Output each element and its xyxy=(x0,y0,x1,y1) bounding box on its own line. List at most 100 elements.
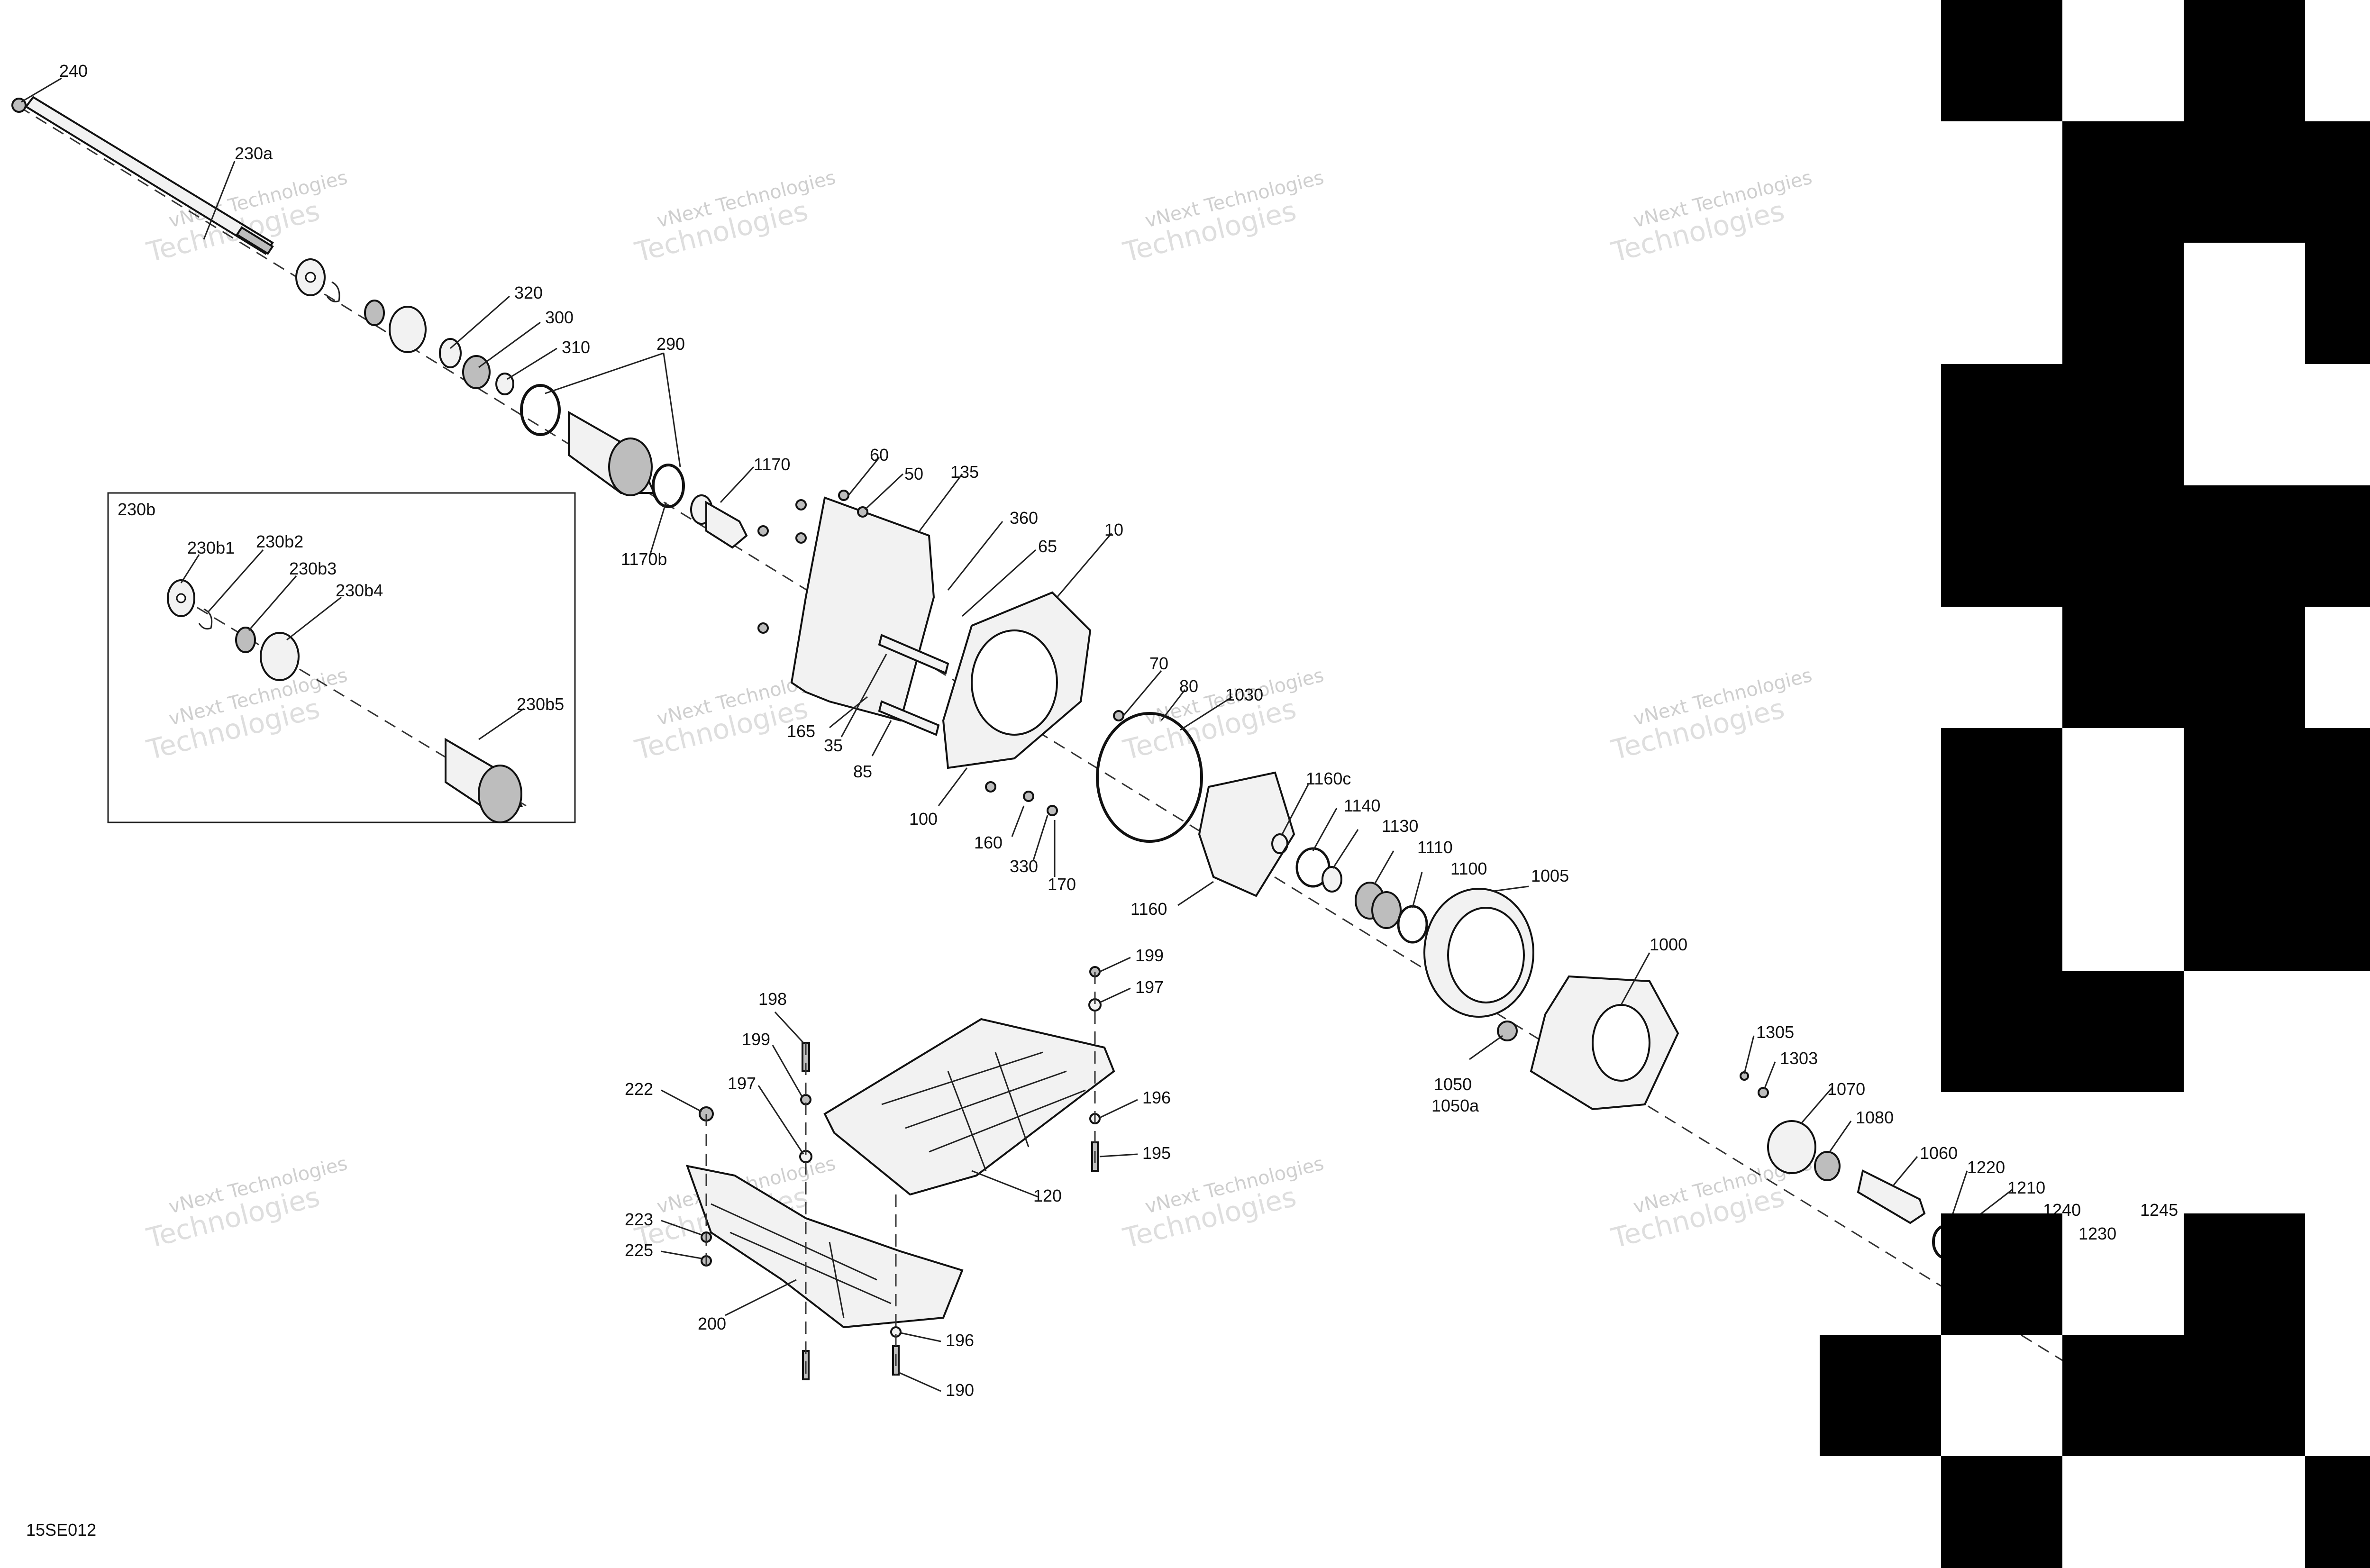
callout-1170b: 1170b xyxy=(621,549,667,569)
callout-230b1: 230b1 xyxy=(187,538,235,557)
drive-axis-line xyxy=(18,106,2086,1376)
part-clamp xyxy=(520,384,561,436)
callout-165: 165 xyxy=(787,721,815,741)
part-230b4 xyxy=(260,632,300,681)
leader-line xyxy=(725,1279,797,1316)
block xyxy=(2184,1213,2305,1335)
leader-line xyxy=(1412,872,1423,908)
leader-lines xyxy=(21,77,2013,1392)
leader-line xyxy=(661,1220,702,1236)
leader-line xyxy=(1312,808,1338,851)
callout-70: 70 xyxy=(1149,654,1168,673)
ride-plate-section xyxy=(685,966,1115,1380)
part-320 xyxy=(439,338,462,368)
leader-line xyxy=(900,1332,941,1342)
leader-line xyxy=(947,521,1003,591)
callout-1060: 1060 xyxy=(1920,1143,1958,1163)
part-1080 xyxy=(1814,1151,1841,1181)
leader-line xyxy=(1099,957,1131,973)
part-1303 xyxy=(1758,1087,1769,1098)
leader-line xyxy=(848,457,880,496)
callout-135: 135 xyxy=(950,462,979,482)
leader-line xyxy=(1099,987,1131,1003)
part-bolt xyxy=(1023,791,1034,802)
watermark: vNext Technologies Technologies xyxy=(631,167,838,269)
block xyxy=(1941,0,2062,121)
callout-65: 65 xyxy=(1038,537,1057,556)
leader-line xyxy=(1160,689,1186,721)
leader-line xyxy=(871,720,892,757)
leader-line xyxy=(898,1371,941,1392)
callout-290: 290 xyxy=(656,334,685,354)
part-bolt xyxy=(795,499,807,511)
leader-line xyxy=(507,347,557,380)
leader-line xyxy=(1032,815,1048,861)
callout-1160: 1160 xyxy=(1130,899,1167,919)
callout-330: 330 xyxy=(1010,857,1038,876)
part-230a-spline xyxy=(236,226,274,255)
callout-200: 200 xyxy=(698,1314,726,1333)
callout-1130: 1130 xyxy=(1382,816,1418,836)
pixel-block-overlay xyxy=(1820,0,2370,1568)
part-circlip xyxy=(326,281,340,302)
leader-line xyxy=(757,1085,804,1155)
callout-1005: 1005 xyxy=(1531,866,1569,885)
callout-230b2: 230b2 xyxy=(256,532,303,551)
callout-196b: 196 xyxy=(946,1331,974,1350)
callout-196a: 196 xyxy=(1142,1088,1171,1107)
leader-line xyxy=(961,549,1037,617)
callout-197b: 197 xyxy=(728,1074,756,1093)
leader-line xyxy=(248,575,297,631)
block xyxy=(2062,243,2184,485)
callout-223: 223 xyxy=(625,1210,653,1229)
leader-line xyxy=(1800,1087,1833,1124)
callout-230b5: 230b5 xyxy=(517,694,564,714)
watermark: vNext Technologies Technologies xyxy=(143,1153,349,1255)
part-290-boot-end xyxy=(608,438,653,496)
callout-197a: 197 xyxy=(1135,977,1164,997)
callout-60: 60 xyxy=(870,445,889,465)
block xyxy=(1941,1213,2062,1335)
callout-195: 195 xyxy=(1142,1143,1171,1163)
part-bushing xyxy=(389,306,427,353)
leader-line xyxy=(1122,670,1162,716)
callout-85: 85 xyxy=(853,762,872,781)
part-135-gasket xyxy=(790,496,935,722)
inset-230b: 230b xyxy=(107,492,576,823)
leader-line xyxy=(919,474,963,531)
part-bolt xyxy=(838,490,849,501)
callout-1050: 1050 xyxy=(1434,1075,1472,1094)
callout-1170: 1170 xyxy=(754,455,790,474)
leader-line xyxy=(648,502,667,557)
part-200-ribs xyxy=(711,1203,892,1318)
part-120-ribs xyxy=(881,1051,1086,1171)
part-bolt xyxy=(1113,710,1124,721)
part-1160-impeller xyxy=(1198,771,1295,897)
block xyxy=(2305,1456,2370,1568)
part-230a-shaft xyxy=(25,96,274,255)
watermark: vNext Technologies Technologies xyxy=(143,665,349,766)
callout-230b4: 230b4 xyxy=(336,581,383,600)
callout-240: 240 xyxy=(59,61,88,81)
block xyxy=(2184,0,2305,121)
callout-1030: 1030 xyxy=(1225,685,1263,704)
leader-line xyxy=(478,708,524,740)
callout-35: 35 xyxy=(824,736,843,755)
block xyxy=(2062,121,2305,243)
watermark: vNext Technologies Technologies xyxy=(1120,665,1326,766)
callout-310: 310 xyxy=(562,337,590,357)
leader-line xyxy=(203,161,236,240)
callout-230a: 230a xyxy=(235,144,273,163)
leader-line xyxy=(1281,784,1309,835)
pump-housing-section xyxy=(757,490,1960,1259)
callout-100: 100 xyxy=(909,809,938,829)
support-axis-line xyxy=(705,972,1096,1375)
callout-360: 360 xyxy=(1010,508,1038,528)
part-washer-hole xyxy=(305,272,316,283)
leader-line xyxy=(478,321,541,368)
leader-line xyxy=(720,466,755,503)
callout-225: 225 xyxy=(625,1240,653,1260)
part-bolt xyxy=(1047,805,1058,816)
leader-line xyxy=(286,596,342,641)
